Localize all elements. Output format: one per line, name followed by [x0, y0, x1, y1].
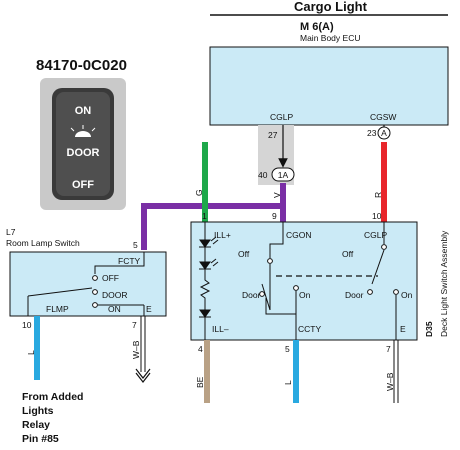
deck-switch-box	[190, 221, 418, 341]
room-lamp-pin-7: 7	[132, 320, 137, 330]
deck-pin-5: 5	[285, 344, 290, 354]
deck-pin-7: 7	[386, 344, 391, 354]
room-lamp-id: L7	[6, 227, 16, 237]
wire-color-wb-left: W–B	[131, 340, 141, 359]
diagram-title: Cargo Light	[294, 0, 368, 14]
ecu-box	[209, 46, 449, 126]
ecu-cgsw-badge-label: A	[381, 128, 387, 138]
wire-color-wb-right: W–B	[385, 372, 395, 391]
deck-off-right: Off	[342, 249, 354, 259]
room-lamp-off: OFF	[102, 273, 119, 283]
dome-light-icon	[70, 125, 96, 137]
note-line-4: Pin #85	[22, 433, 59, 445]
ecu-pin-27: 27	[268, 130, 278, 140]
ecu-cgsw-badge	[377, 126, 391, 140]
part-number: 84170-0C020	[36, 57, 127, 74]
switch-photo-face	[56, 92, 110, 196]
ground-wire-right	[393, 340, 399, 403]
room-lamp-name: Room Lamp Switch	[6, 238, 80, 248]
room-lamp-pin-5: 5	[133, 240, 138, 250]
ground-wire-left	[135, 316, 151, 383]
wire-color-l-right: L	[283, 380, 293, 385]
deck-pin-4: 4	[198, 344, 203, 354]
purple-wire-fcty	[141, 203, 286, 250]
wire-color-l-left: L	[26, 350, 36, 355]
deck-door-right: Door	[345, 290, 364, 300]
ecu-pin-23: 23	[367, 128, 377, 138]
room-lamp-on: ON	[108, 304, 121, 314]
connector-1a-label: 1A	[278, 170, 289, 180]
deck-switch-right	[367, 222, 399, 340]
deck-door-left: Door	[242, 290, 261, 300]
room-lamp-pin-10: 10	[22, 320, 32, 330]
wire-color-v: V	[272, 192, 282, 198]
room-lamp-e: E	[146, 304, 152, 314]
connector-1a-badge	[271, 167, 295, 182]
deck-switch-left	[259, 222, 299, 340]
room-lamp-box	[9, 251, 167, 317]
switch-photo-off: OFF	[72, 179, 94, 191]
switch-photo-on: ON	[75, 105, 92, 117]
deck-cglp: CGLP	[364, 230, 387, 240]
deck-ill-minus: ILL–	[212, 324, 229, 334]
deck-pin-10: 10	[372, 211, 382, 221]
connector-pin-40: 40	[258, 170, 268, 180]
deck-off-left: Off	[238, 249, 250, 259]
deck-ccty: CCTY	[298, 324, 321, 334]
note-line-2: Lights	[22, 405, 54, 417]
ecu-cgsw-label: CGSW	[370, 112, 396, 122]
deck-pin-9: 9	[272, 211, 277, 221]
ecu-id: M 6(A)	[300, 21, 334, 33]
wire-color-be: BE	[195, 376, 205, 388]
switch-photo-door: DOOR	[67, 147, 100, 159]
deck-e: E	[400, 324, 406, 334]
room-lamp-flmp: FLMP	[46, 304, 69, 314]
room-lamp-door: DOOR	[102, 290, 128, 300]
deck-cgon: CGON	[286, 230, 312, 240]
deck-illumination-circuit	[199, 222, 219, 340]
deck-on-right: On	[401, 290, 413, 300]
room-lamp-fcty: FCTY	[118, 256, 141, 266]
note-line-1: From Added	[22, 391, 83, 403]
room-lamp-contacts	[27, 252, 145, 316]
deck-switch-name: Deck Light Switch Assembly	[439, 230, 449, 337]
deck-pin-1: 1	[202, 211, 207, 221]
note-line-3: Relay	[22, 419, 50, 431]
wire-color-g: G	[194, 189, 204, 196]
deck-on-left: On	[299, 290, 311, 300]
wire-color-r: R	[373, 192, 383, 198]
deck-ill-plus: ILL+	[214, 230, 231, 240]
ecu-cglp-label: CGLP	[270, 112, 293, 122]
ecu-name: Main Body ECU	[300, 33, 360, 43]
deck-switch-id: D35	[424, 321, 434, 337]
